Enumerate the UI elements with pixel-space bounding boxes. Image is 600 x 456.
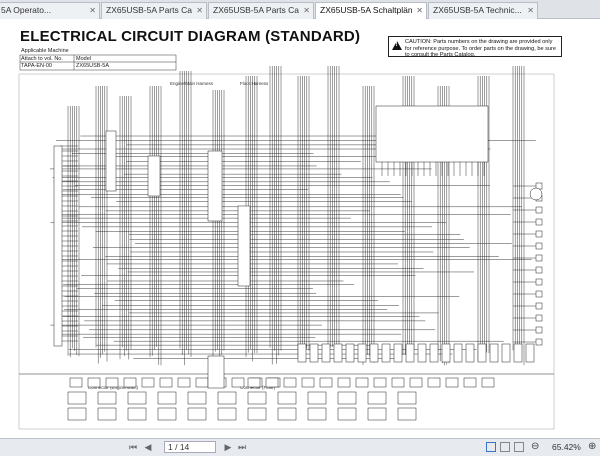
tab-schaltplan[interactable]: ZX65USB-5A Schaltplän... ✕	[315, 2, 427, 20]
tab-operator-manual[interactable]: 5A Operato... ✕	[0, 2, 100, 19]
tab-label: 5A Operato...	[1, 5, 52, 15]
tab-label: ZX65USB-5A Technic...	[433, 5, 522, 15]
zoom-level: 65.42%	[552, 442, 581, 452]
document-viewer[interactable]: ELECTRICAL CIRCUIT DIAGRAM (STANDARD) Ap…	[0, 19, 600, 438]
drawing-frame	[18, 73, 555, 430]
caution-box: CAUTION: Parts numbers on the drawing ar…	[388, 36, 562, 58]
connector-label-engine: Connector (Engine/Main)	[88, 385, 139, 390]
tab-label: ZX65USB-5A Schaltplän...	[320, 5, 412, 15]
model-label: Model	[76, 56, 91, 62]
machine-table-grid	[19, 54, 177, 71]
attach-label: Attach to vol. No.	[21, 56, 63, 62]
diagram-title: ELECTRICAL CIRCUIT DIAGRAM (STANDARD)	[20, 28, 361, 45]
facing-view-icon[interactable]	[514, 442, 524, 452]
tab-label: ZX65USB-5A Parts Ca...	[213, 5, 299, 15]
wire-bundle	[19, 66, 554, 375]
zoom-out-icon[interactable]: ⊖	[531, 441, 540, 452]
page-current: 1	[168, 442, 173, 452]
first-page-icon[interactable]: ⏮	[128, 442, 138, 452]
caution-text: CAUTION: Parts numbers on the drawing ar…	[405, 39, 557, 58]
circuit-diagram	[18, 54, 555, 430]
connector-label-floor: Connector (Floor)	[240, 385, 276, 390]
tab-label: ZX65USB-5A Parts Ca...	[106, 5, 192, 15]
zoom-in-icon[interactable]: ⊕	[588, 441, 597, 452]
close-icon[interactable]: ✕	[527, 6, 534, 15]
close-icon[interactable]: ✕	[416, 6, 423, 15]
previous-page-icon[interactable]: ◀	[144, 442, 152, 452]
page-total: / 14	[175, 442, 190, 452]
applicable-machine-table: Applicable Machine Attach to vol. No. Mo…	[20, 48, 176, 70]
continuous-view-icon[interactable]	[500, 442, 510, 452]
next-page-icon[interactable]: ▶	[224, 442, 232, 452]
warning-icon	[392, 41, 402, 50]
tab-bar: 5A Operato... ✕ ZX65USB-5A Parts Ca... ✕ Z…	[0, 0, 600, 20]
tab-technical-manual[interactable]: ZX65USB-5A Technic... ✕	[428, 2, 538, 19]
attach-value: TAPA-EN-00	[21, 63, 52, 69]
close-icon[interactable]: ✕	[303, 6, 310, 15]
applicable-machine-label: Applicable Machine	[21, 48, 69, 54]
harness-label-floor: Floor Harness	[240, 81, 269, 86]
close-icon[interactable]: ✕	[89, 6, 96, 15]
component-group	[53, 105, 543, 421]
pdf-page: ELECTRICAL CIRCUIT DIAGRAM (STANDARD) Ap…	[8, 26, 562, 434]
tab-parts-catalog-1[interactable]: ZX65USB-5A Parts Ca... ✕	[101, 2, 207, 19]
harness-label-engine: Engine/Main Harness	[170, 81, 214, 86]
tab-parts-catalog-2[interactable]: ZX65USB-5A Parts Ca... ✕	[208, 2, 314, 19]
last-page-icon[interactable]: ⏭	[237, 442, 247, 452]
single-page-view-icon[interactable]	[486, 442, 496, 452]
model-value: ZX65USB-5A	[76, 63, 110, 69]
page-number-field[interactable]: 1 / 14	[164, 441, 216, 453]
close-icon[interactable]: ✕	[196, 6, 203, 15]
status-bar: ⏮ ◀ 1 / 14 ▶ ⏭ ⊖ 65.42% ⊕	[0, 438, 600, 456]
